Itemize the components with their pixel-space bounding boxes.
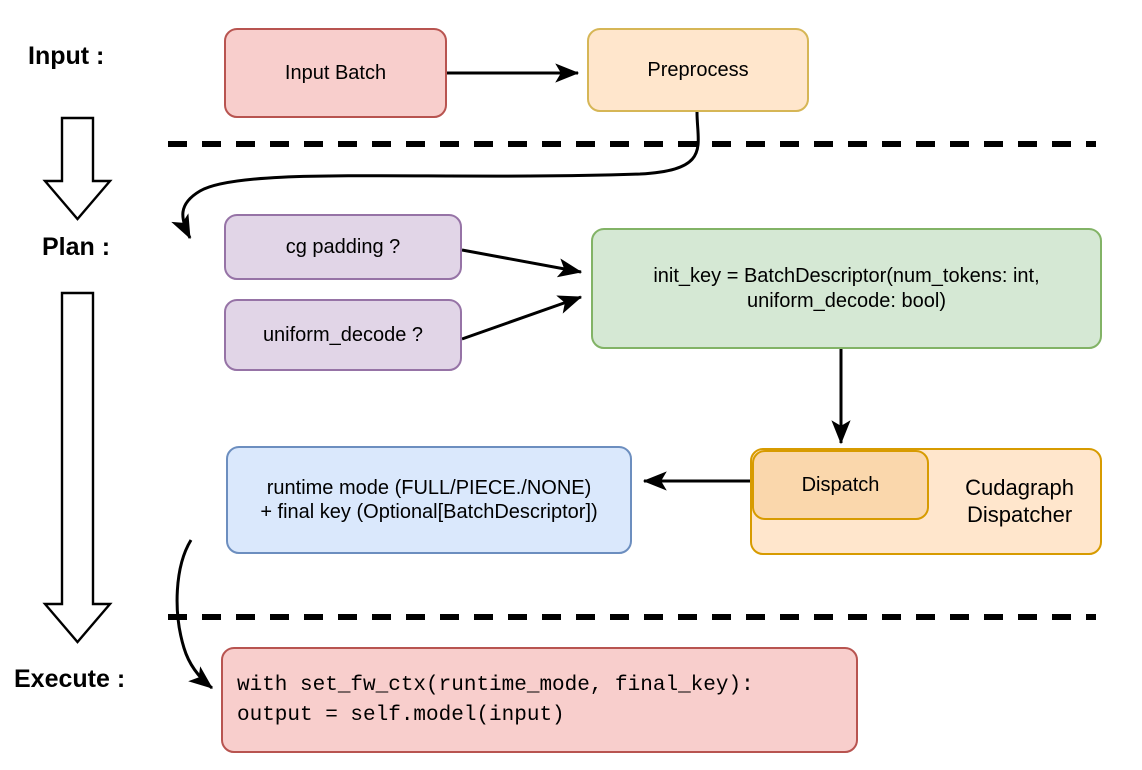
stage-label-plan: Plan :	[42, 233, 111, 261]
stage-label-input: Input :	[28, 42, 105, 70]
connector-cg-padding-to-init-key	[461, 248, 583, 278]
connector-preprocess-to-cg-padding	[171, 111, 700, 240]
input-to-plan-arrow	[42, 116, 113, 221]
connector-uniform-decode-to-init-key	[461, 295, 583, 341]
node-runtime-mode[interactable]: runtime mode (FULL/PIECE./NONE) + final …	[226, 446, 632, 554]
stage-label-execute: Execute :	[14, 665, 126, 693]
node-execute-code[interactable]: with set_fw_ctx(runtime_mode, final_key)…	[221, 647, 858, 753]
node-dispatch-label: Dispatch	[801, 473, 880, 496]
node-input-batch[interactable]: Input Batch	[224, 28, 447, 118]
node-input-batch-label: Input Batch	[284, 61, 387, 84]
node-preprocess[interactable]: Preprocess	[587, 28, 809, 112]
node-cudagraph-dispatcher-label: Cudagraph Dispatcher	[965, 474, 1074, 527]
node-uniform-decode-label: uniform_decode ?	[262, 323, 424, 346]
node-execute-code-label: with set_fw_ctx(runtime_mode, final_key)…	[237, 674, 754, 728]
node-preprocess-label: Preprocess	[647, 58, 749, 81]
node-runtime-mode-label: runtime mode (FULL/PIECE./NONE) + final …	[260, 476, 598, 523]
node-dispatch[interactable]: Dispatch	[752, 450, 929, 520]
node-uniform-decode[interactable]: uniform_decode ?	[224, 299, 462, 371]
node-init-key[interactable]: init_key = BatchDescriptor(num_tokens: i…	[591, 228, 1102, 349]
connector-runtime-mode-to-execute-code	[175, 539, 213, 690]
plan-to-execute-arrow	[42, 291, 113, 644]
node-cg-padding[interactable]: cg padding ?	[224, 214, 462, 280]
node-cg-padding-label: cg padding ?	[285, 235, 401, 258]
node-init-key-label: init_key = BatchDescriptor(num_tokens: i…	[653, 265, 1040, 312]
